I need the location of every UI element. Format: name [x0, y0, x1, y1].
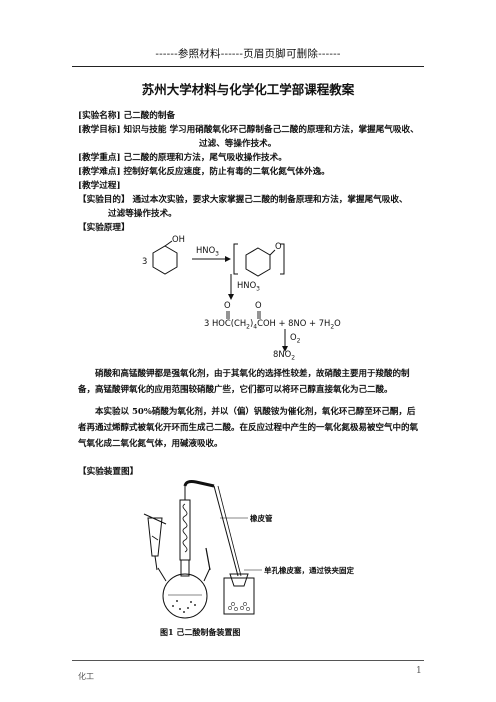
page-number: 1 [416, 666, 422, 676]
product-equation: 3 HOC(CH2)4COH + 8NO + 7H2O [204, 318, 341, 331]
purpose-line-1: 【实验目的】 通过本次实验，要求大家掌握己二酸的制备原理和方法，掌握尾气吸收、 [78, 195, 408, 205]
paragraph-method: 本实验以 50%硝酸为氧化剂，并以（偏）钒酸铵为催化剂，氧化环己醇至环己酮，后者… [78, 407, 419, 449]
carbonyl-oxygen-2: O [255, 300, 262, 310]
cyclohexanol-ring [152, 245, 178, 275]
document-title: 苏州大学材料与化学化工学部课程教案 [141, 82, 355, 97]
reaction-drawing [152, 240, 288, 352]
page-header: ------参照材料------页眉页脚可删除------ [155, 48, 341, 60]
ketone-oxygen: O [275, 241, 282, 251]
footer-label: 化工 [78, 672, 94, 681]
dropping-funnel [147, 517, 163, 557]
hydroxyl-label: OH [172, 234, 185, 244]
apparatus-heading: 【实验装置图】 [78, 467, 139, 477]
three-neck-flask [162, 573, 208, 619]
rubber-tube [183, 480, 215, 488]
purpose-line-2: 过滤等操作技术。 [108, 209, 177, 219]
label-rubber-tube: 橡皮管 [250, 514, 273, 523]
apparatus-drawing [143, 480, 262, 619]
field-teaching-goal-cont: 过滤、等操作技术。 [199, 139, 277, 149]
carbonyl-oxygen-1: O [224, 300, 231, 310]
reaction-scheme: 3 OH HNO3 O HNO3 O O 3 HOC(CH2)4COH + 8N… [130, 232, 380, 362]
oxygen-reagent: O2 [290, 332, 301, 345]
paragraph-oxidants: 硝酸和高锰酸钾都是强氧化剂，由于其氧化的选择性较差，故硝酸主要用于羧酸的制备，高… [78, 369, 410, 395]
footer-divider [72, 660, 424, 661]
no2-product: 8NO2 [273, 349, 296, 362]
reagent-hno3-1: HNO3 [196, 245, 219, 258]
cyclohexanone-ring [245, 247, 271, 277]
apparatus-figure: 橡皮管 单孔橡皮塞，通过铁夹固定 [140, 478, 370, 624]
principle-heading: 【实验原理】 [78, 223, 130, 233]
field-experiment-name: [实验名称] 己二酸的制备 [78, 111, 176, 121]
field-difficulties: [教学难点] 控制好氧化反应速度，防止有毒的二氧化氮气体外逸。 [78, 167, 330, 177]
field-process: [教学过程] [78, 181, 121, 191]
reagent-hno3-2: HNO3 [237, 280, 260, 293]
label-stopper: 单孔橡皮塞，通过铁夹固定 [264, 566, 354, 575]
reflux-condenser [179, 499, 191, 561]
bracket-right [280, 243, 285, 275]
thermometer [205, 547, 211, 571]
field-teaching-goal: [教学目标] 知识与技能 学习用硝酸氧化环己醇制备己二酸的原理和方法，掌握尾气吸… [78, 125, 419, 135]
reactant-coefficient: 3 [142, 256, 148, 266]
field-key-points: [教学重点] 己二酸的原理和方法，尾气吸收操作技术。 [78, 153, 287, 163]
figure-caption: 图1 己二酸制备装置图 [160, 627, 241, 637]
gas-absorption-funnel [229, 573, 249, 587]
absorption-beaker [223, 577, 255, 615]
header-divider [72, 66, 424, 67]
bracket-left [233, 243, 238, 275]
